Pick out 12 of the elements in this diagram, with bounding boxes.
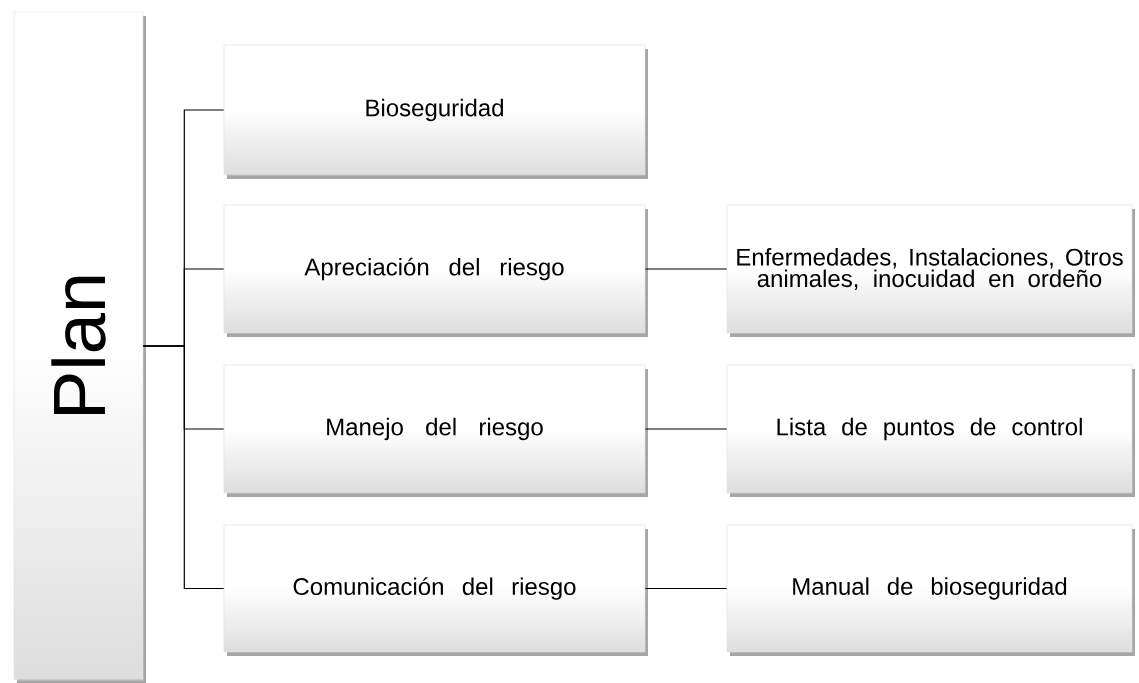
process-box: Apreciación del riesgo bbox=[223, 204, 648, 337]
connector-line bbox=[644, 268, 728, 270]
connector-line bbox=[644, 428, 728, 430]
process-box: Manual de bioseguridad bbox=[726, 524, 1135, 656]
connector-line bbox=[644, 587, 728, 590]
process-box: Comunicación del riesgo bbox=[223, 524, 648, 656]
process-box: Manejo del riesgo bbox=[223, 364, 648, 497]
bar: Plan bbox=[13, 11, 146, 683]
process-box: Enfermedades, Instalaciones, Otros animales, inocuidad en ordeño bbox=[726, 204, 1135, 337]
process-box: Bioseguridad bbox=[223, 44, 648, 179]
process-box: Lista de puntos de control bbox=[726, 364, 1135, 497]
connector-line bbox=[142, 345, 225, 590]
